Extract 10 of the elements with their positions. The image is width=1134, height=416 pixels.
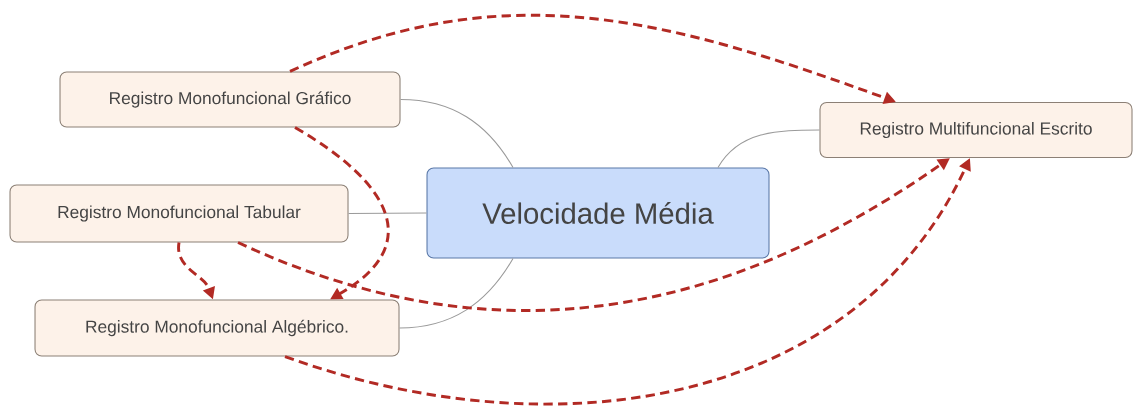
connector-line bbox=[399, 258, 514, 329]
leaf-box: Registro Monofuncional Tabular bbox=[9, 184, 349, 243]
connector-line bbox=[348, 212, 427, 215]
leaf-box: Registro Multifuncional Escrito bbox=[819, 101, 1133, 159]
arrow bbox=[294, 126, 390, 300]
leaf-box: Registro Monofuncional Gráfico bbox=[59, 71, 401, 128]
topic-box: Velocidade Média bbox=[426, 167, 770, 259]
connector-line bbox=[717, 129, 820, 168]
connector-line bbox=[400, 98, 514, 168]
leaf-box: Registro Monofuncional Algébrico. bbox=[34, 299, 400, 357]
